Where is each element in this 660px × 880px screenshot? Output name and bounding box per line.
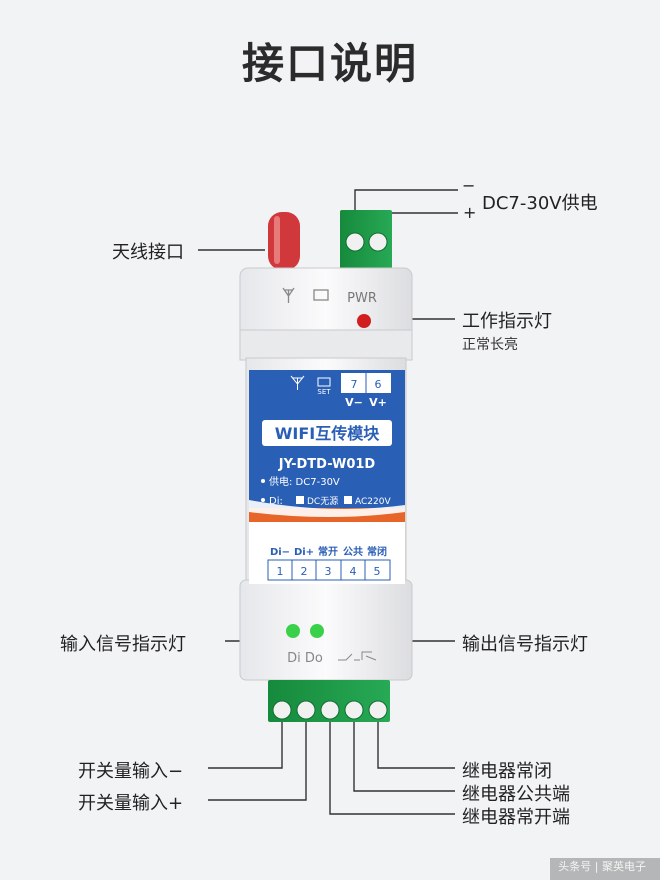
svg-text:7: 7 xyxy=(351,378,358,391)
power-terminal-block xyxy=(340,210,392,272)
product-name: WIFI互传模块 xyxy=(275,424,380,443)
watermark-bar xyxy=(550,858,660,880)
power-callout: DC7-30V供电 xyxy=(482,193,598,214)
svg-text:4: 4 xyxy=(350,565,357,578)
svg-text:Di Do: Di Do xyxy=(287,651,323,666)
supply-line: 供电: DC7-30V xyxy=(269,475,340,488)
svg-text:5: 5 xyxy=(374,565,381,578)
page-title: 接口说明 xyxy=(241,39,418,88)
svg-text:1: 1 xyxy=(277,565,284,578)
input-led xyxy=(286,624,300,638)
svg-text:6: 6 xyxy=(375,378,382,391)
svg-text:V−: V− xyxy=(345,396,363,409)
relay-com-callout: 继电器公共端 xyxy=(462,784,570,805)
switch-input-minus-callout: 开关量输入− xyxy=(78,761,184,782)
antenna-callout: 天线接口 xyxy=(112,242,184,263)
svg-text:DC无源: DC无源 xyxy=(307,496,338,507)
work-led-note: 正常长亮 xyxy=(462,337,518,353)
switch-input-plus-callout: 开关量输入+ xyxy=(78,793,184,814)
svg-text:常闭: 常闭 xyxy=(367,545,387,558)
model-number: JY-DTD-W01D xyxy=(278,457,376,472)
work-led-callout: 工作指示灯 xyxy=(462,311,552,332)
product-name-box xyxy=(262,420,392,446)
input-led-callout: 输入信号指示灯 xyxy=(60,634,186,655)
svg-text:2: 2 xyxy=(301,565,308,578)
output-led xyxy=(310,624,324,638)
svg-text:3: 3 xyxy=(325,565,332,578)
relay-no-callout: 继电器常开端 xyxy=(462,807,570,828)
svg-text:Di+: Di+ xyxy=(294,547,314,558)
power-plus-symbol: + xyxy=(463,203,477,222)
svg-text:AC220V: AC220V xyxy=(355,497,391,507)
work-led xyxy=(357,314,371,328)
svg-text:Di−: Di− xyxy=(270,547,290,558)
svg-text:常开: 常开 xyxy=(318,545,338,558)
svg-text:公共: 公共 xyxy=(343,545,363,558)
antenna xyxy=(268,212,300,270)
power-minus-symbol: − xyxy=(462,176,476,195)
pwr-label: PWR xyxy=(347,291,377,306)
watermark: 头条号 | 聚英电子 xyxy=(558,860,646,873)
relay-nc-callout: 继电器常闭 xyxy=(462,761,552,782)
svg-text:Di:: Di: xyxy=(269,496,283,507)
output-led-callout: 输出信号指示灯 xyxy=(462,634,588,655)
svg-text:SET: SET xyxy=(317,388,331,396)
svg-text:V+: V+ xyxy=(369,396,387,409)
